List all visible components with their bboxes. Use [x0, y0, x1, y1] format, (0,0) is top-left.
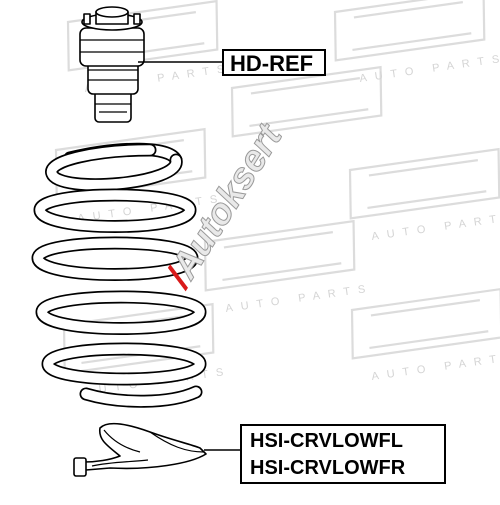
watermark-brand-mark	[333, 0, 486, 62]
watermark-brand-mark	[230, 65, 383, 138]
stopper-upper-body	[79, 27, 145, 67]
watermark-brand-mark	[203, 219, 356, 292]
spring-insulator-drawing	[73, 422, 240, 477]
watermark-brand-mark	[348, 147, 500, 220]
insulator-tab	[73, 457, 87, 477]
insulator-body	[83, 422, 207, 471]
spring-insulator-part-number: HSI-CRVLOWFL HSI-CRVLOWFR	[240, 424, 446, 484]
rebound-stopper-part-number: HD-REF	[222, 49, 326, 76]
stopper-mount-top	[95, 6, 129, 18]
watermark-tagline: AUTO PARTS	[371, 210, 500, 243]
stopper-lug	[133, 13, 141, 25]
stopper-lug	[83, 13, 91, 25]
rebound-stopper-code: HD-REF	[230, 51, 314, 76]
spring-insulator-code-right: HSI-CRVLOWFR	[250, 457, 406, 479]
rebound-stopper-drawing	[79, 6, 222, 123]
spring-insulator-code-left: HSI-CRVLOWFL	[250, 430, 403, 452]
coil-spring-drawing	[31, 142, 207, 408]
watermark-tagline: AUTO PARTS	[371, 350, 500, 383]
watermark-brand-mark	[350, 287, 500, 360]
